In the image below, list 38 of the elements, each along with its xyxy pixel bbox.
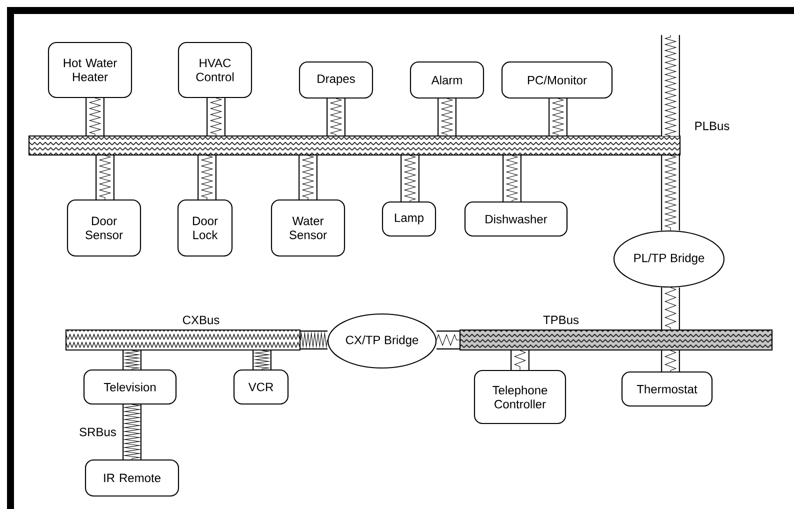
device-box: Telephone Controller [474, 370, 566, 424]
device-box: Lamp [382, 201, 436, 237]
bus-link [326, 98, 346, 136]
device-box: Door Sensor [66, 199, 142, 257]
device-box: Drapes [298, 61, 374, 99]
bus-link [661, 287, 680, 330]
bus-link [298, 155, 318, 200]
bus-link [206, 98, 226, 136]
edge-label: SRBus [78, 426, 118, 438]
bus-link [502, 155, 522, 202]
bus-link [122, 350, 142, 370]
device-box: Door Lock [177, 199, 233, 257]
bus-link [436, 330, 460, 350]
bus-link [300, 330, 328, 350]
device-box: Television [83, 369, 177, 405]
device-box: IR Remote [84, 459, 180, 497]
device-box: HVAC Control [178, 42, 252, 98]
bus-link [438, 98, 456, 136]
bus-link [548, 98, 568, 136]
bus-link [661, 350, 680, 372]
bus-link [252, 350, 272, 370]
bus-link [122, 404, 142, 460]
bus-link [510, 350, 530, 370]
device-box: Thermostat [621, 371, 713, 407]
device-box: VCR [233, 369, 289, 405]
bus-link [661, 155, 680, 231]
device-box: Alarm [410, 61, 484, 99]
device-box: Hot Water Heater [48, 42, 132, 98]
bus-label: TPBus [543, 316, 579, 324]
bus-link [86, 98, 104, 136]
bus-link [400, 155, 420, 202]
device-box: PC/Monitor [501, 61, 613, 99]
device-box: Water Sensor [270, 199, 346, 257]
bus-link [198, 155, 216, 200]
device-box: Dishwasher [464, 201, 568, 237]
bus-label: CXBus [182, 316, 220, 324]
bus-label: PLBus [695, 122, 730, 130]
bus-link [96, 155, 114, 200]
